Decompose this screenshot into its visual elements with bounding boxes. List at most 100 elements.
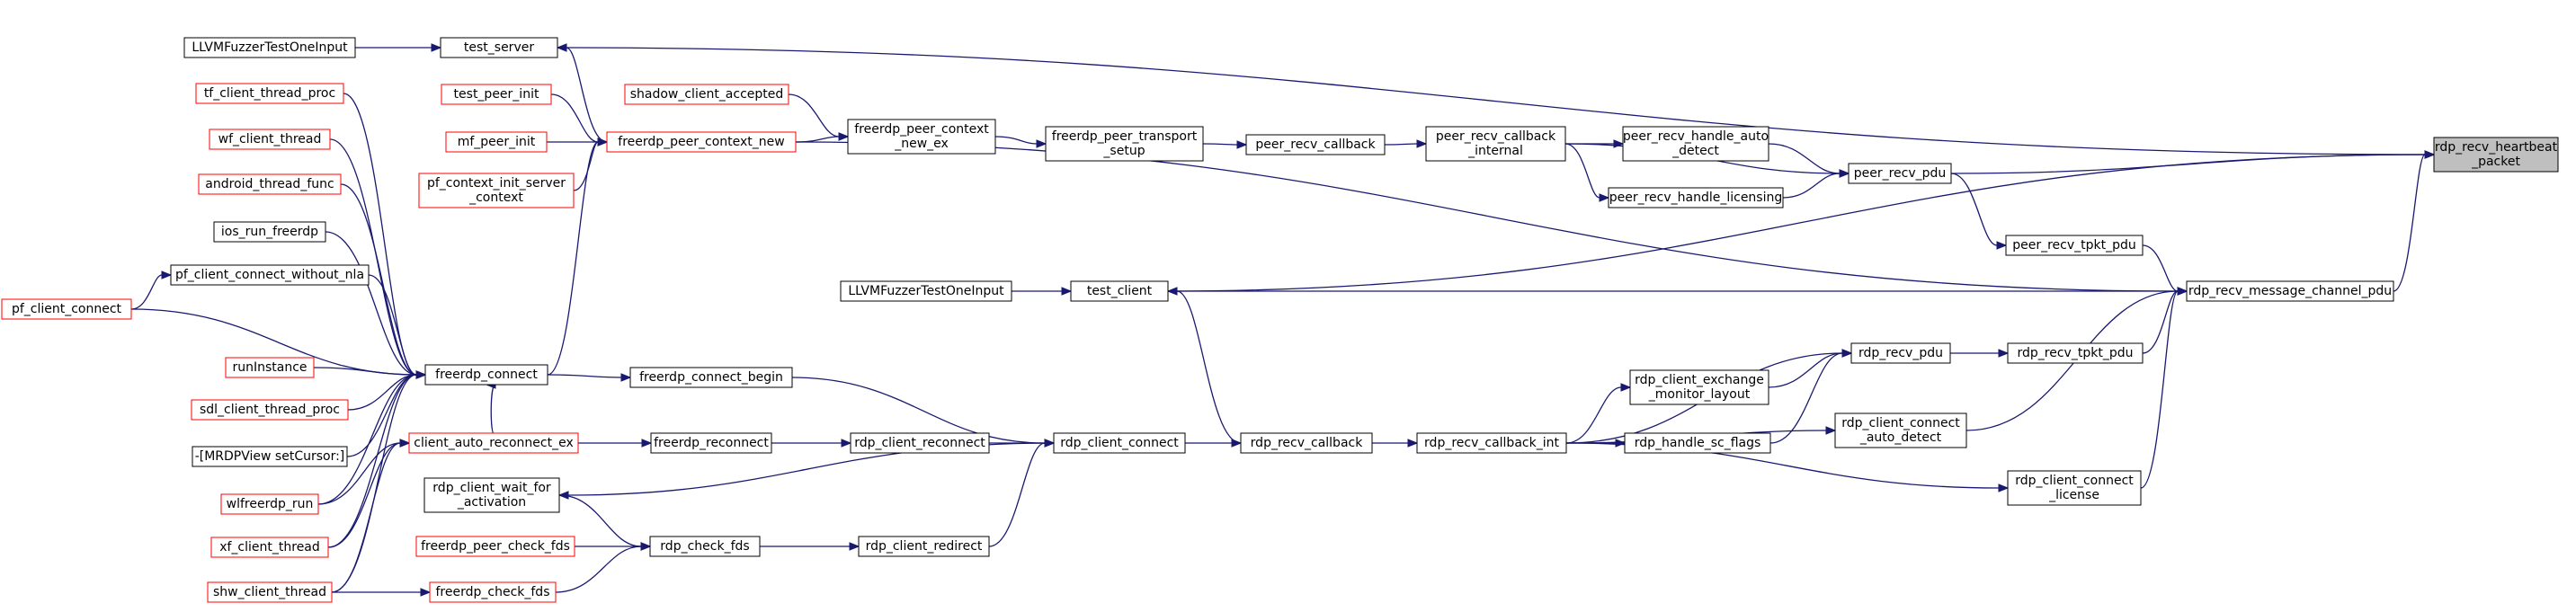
node-rdp-recv-message-channel-pdu[interactable]: rdp_recv_message_channel_pdu <box>2186 280 2394 302</box>
node-peer-recv-callback-internal[interactable]: peer_recv_callback_internal <box>1425 126 1566 162</box>
node-label: pf_client_connect_without_nla <box>175 268 364 282</box>
node-shw-client-thread[interactable]: shw_client_thread <box>207 581 333 603</box>
node-sdl-client-thread-proc[interactable]: sdl_client_thread_proc <box>191 399 349 421</box>
node-tf-client-thread-proc[interactable]: tf_client_thread_proc <box>195 83 344 104</box>
node-rdp-check-fds[interactable]: rdp_check_fds <box>649 536 761 557</box>
node-box <box>2005 235 2144 256</box>
node-test-client[interactable]: test_client <box>1070 280 1169 302</box>
node-wlfreerdp-run[interactable]: wlfreerdp_run <box>220 493 319 515</box>
edge-freerdp-check-fds-to-rdp-check-fds <box>555 542 652 593</box>
edge-arrowhead <box>1061 287 1073 296</box>
node-android-thread-func[interactable]: android_thread_func <box>198 173 342 195</box>
node-pf-client-connect-without-nla[interactable]: pf_client_connect_without_nla <box>170 264 370 286</box>
node-rdp-client-redirect[interactable]: rdp_client_redirect <box>858 536 990 557</box>
edge-arrowhead <box>1036 139 1047 148</box>
node-llvmfuzzertestoneinput-2[interactable]: LLVMFuzzerTestOneInput <box>840 280 1012 302</box>
edge-line <box>2140 290 2179 489</box>
node-llvmfuzzertestoneinput-1[interactable]: LLVMFuzzerTestOneInput <box>183 37 356 58</box>
node-label: peer_recv_tpkt_pdu <box>2012 238 2136 253</box>
edge-arrowhead <box>1839 169 1850 178</box>
node-box <box>183 37 356 58</box>
node-wf-client-thread[interactable]: wf_client_thread <box>209 129 331 150</box>
node-box <box>2186 280 2394 302</box>
node-rdp-recv-pdu[interactable]: rdp_recv_pdu <box>1850 342 1951 364</box>
node-box <box>1416 432 1567 454</box>
node-rdp-recv-callback-int[interactable]: rdp_recv_callback_int <box>1416 432 1567 454</box>
node-mf-peer-init[interactable]: mf_peer_init <box>445 131 548 153</box>
node-label: mf_peer_init <box>458 135 536 149</box>
node-rdp-client-exchange-monitor-layout[interactable]: rdp_client_exchange_monitor_layout <box>1629 369 1769 405</box>
edge-freerdp-peer-context-new-ex-to-freerdp-peer-transport-setup <box>994 136 1047 148</box>
node-box <box>1425 126 1566 162</box>
node-pf-context-init-server-context[interactable]: pf_context_init_server_context <box>418 173 575 208</box>
edge-line <box>317 374 417 505</box>
node-box <box>1053 432 1186 454</box>
node-rdp-recv-callback[interactable]: rdp_recv_callback <box>1240 432 1373 454</box>
node-label: peer_recv_callback <box>1255 137 1376 152</box>
node-label: freerdp_peer_context <box>854 122 989 137</box>
node-box <box>2007 342 2144 364</box>
node-freerdp-check-fds[interactable]: freerdp_check_fds <box>429 581 557 603</box>
node-label: wlfreerdp_run <box>227 497 314 511</box>
edge-line <box>1564 143 1600 199</box>
edge-test-peer-init-to-freerdp-peer-context-new <box>550 93 609 146</box>
node-rdp-handle-sc-flags[interactable]: rdp_handle_sc_flags <box>1624 432 1771 454</box>
edge-line <box>788 93 840 137</box>
edge-arrowhead <box>2177 287 2188 296</box>
edge-arrowhead <box>1236 140 1248 149</box>
edge-line <box>1782 173 1841 199</box>
node-xf-client-thread[interactable]: xf_client_thread <box>210 537 329 558</box>
edge-client-auto-reconnect-ex-to-freerdp-reconnect <box>577 439 653 448</box>
node-rdp-client-connect-license[interactable]: rdp_client_connect_license <box>2007 470 2142 506</box>
node-peer-recv-handle-licensing[interactable]: peer_recv_handle_licensing <box>1608 187 1784 208</box>
node-rdp-recv-tpkt-pdu[interactable]: rdp_recv_tpkt_pdu <box>2007 342 2144 364</box>
node-label: xf_client_thread <box>219 540 320 554</box>
node-box <box>198 173 342 195</box>
node-freerdp-reconnect[interactable]: freerdp_reconnect <box>650 432 772 454</box>
node-rdp-client-wait-for-activation[interactable]: rdp_client_wait_for_activation <box>423 477 560 513</box>
edge-pf-client-connect-to-pf-client-connect-without-nla <box>130 271 173 310</box>
node-label: -[MRDPView setCursor:] <box>195 449 345 464</box>
edge-line <box>558 494 642 547</box>
node-freerdp-connect-begin[interactable]: freerdp_connect_begin <box>629 367 793 388</box>
node-label: _license <box>2048 488 2099 502</box>
edge-rdp-recv-message-channel-pdu-to-rdp-recv-heartbeat-packet <box>2393 150 2436 292</box>
node-freerdp-connect[interactable]: freerdp_connect <box>424 364 548 386</box>
node-pf-client-connect[interactable]: pf_client_connect <box>1 298 132 320</box>
node-ios-run-freerdp[interactable]: ios_run_freerdp <box>213 221 326 243</box>
node-client-auto-reconnect-ex[interactable]: client_auto_reconnect_ex <box>408 432 579 454</box>
node-rdp-client-connect[interactable]: rdp_client_connect <box>1053 432 1186 454</box>
node-box <box>423 477 560 513</box>
node-rdp-client-connect-auto-detect[interactable]: rdp_client_connect_auto_detect <box>1834 412 1967 448</box>
edge-rdp-recv-callback-int-to-rdp-client-exchange-monitor-layout <box>1565 383 1632 444</box>
node-peer-recv-handle-auto-detect[interactable]: peer_recv_handle_auto_detect <box>1622 126 1769 162</box>
node-rdp-recv-heartbeat-packet[interactable]: rdp_recv_heartbeat_packet <box>2433 137 2559 173</box>
node-freerdp-peer-transport-setup[interactable]: freerdp_peer_transport_setup <box>1045 126 1204 162</box>
edge-line <box>547 141 599 376</box>
edge-arrowhead <box>1044 439 1056 448</box>
node-box <box>1070 280 1169 302</box>
node-box <box>847 119 996 155</box>
node-freerdp-peer-context-new-ex[interactable]: freerdp_peer_context_new_ex <box>847 119 996 155</box>
edge-arrowhead <box>1996 241 2008 250</box>
node-mrdpview-setcursor[interactable]: -[MRDPView setCursor:] <box>192 446 348 467</box>
node-peer-recv-callback[interactable]: peer_recv_callback <box>1245 134 1386 155</box>
node-peer-recv-pdu[interactable]: peer_recv_pdu <box>1848 163 1952 184</box>
node-test-peer-init[interactable]: test_peer_init <box>441 84 552 105</box>
node-label: _internal <box>1467 144 1523 158</box>
node-label: peer_recv_handle_auto <box>1623 129 1769 144</box>
node-freerdp-peer-context-new[interactable]: freerdp_peer_context_new <box>606 131 797 153</box>
edge-pf-context-init-server-context-to-freerdp-peer-context-new <box>573 137 609 191</box>
edge-rdp-recv-callback-to-test-client <box>1166 287 1242 444</box>
node-label: rdp_client_connect <box>2015 474 2134 488</box>
node-rdp-client-reconnect[interactable]: rdp_client_reconnect <box>850 432 990 454</box>
node-test-server[interactable]: test_server <box>440 37 558 58</box>
node-box <box>1622 126 1769 162</box>
node-box <box>606 131 797 153</box>
node-freerdp-peer-check-fds[interactable]: freerdp_peer_check_fds <box>415 536 575 557</box>
node-shadow-client-accepted[interactable]: shadow_client_accepted <box>624 84 789 105</box>
edge-arrowhead <box>399 439 411 448</box>
node-label: runInstance <box>232 360 307 375</box>
node-runinstance[interactable]: runInstance <box>225 357 315 378</box>
node-peer-recv-tpkt-pdu[interactable]: peer_recv_tpkt_pdu <box>2005 235 2144 256</box>
